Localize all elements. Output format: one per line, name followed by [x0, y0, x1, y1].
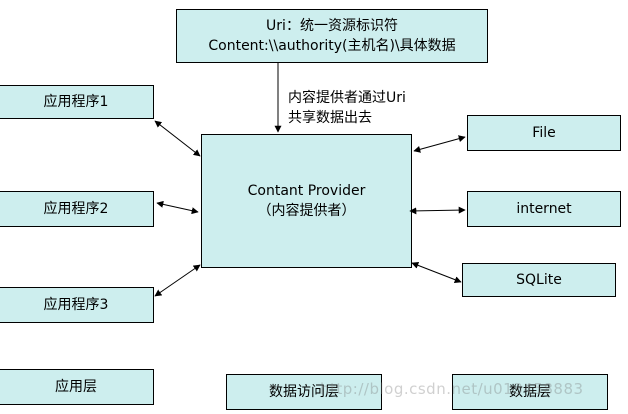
share-note-line1: 内容提供者通过Uri: [288, 90, 406, 106]
app2-box: 应用程序2: [0, 191, 154, 227]
app-layer-box: 应用层: [0, 369, 154, 405]
sqlite-box: SQLite: [462, 263, 616, 297]
arrow-internet-provider: [409, 206, 466, 215]
app-layer-label: 应用层: [55, 379, 97, 395]
share-note: 内容提供者通过Uri 共享数据出去: [288, 88, 406, 128]
app1-label: 应用程序1: [43, 94, 109, 110]
sqlite-label: SQLite: [516, 272, 562, 288]
provider-subtitle: （内容提供者）: [257, 203, 356, 219]
app3-box: 应用程序3: [0, 287, 154, 323]
provider-name: Contant Provider: [247, 183, 366, 199]
internet-box: internet: [467, 191, 621, 227]
arrow-app3-provider: [154, 264, 201, 297]
data-access-layer-label: 数据访问层: [269, 384, 339, 400]
file-box: File: [467, 115, 621, 151]
watermark: http://blog.csdn.net/u013458883: [320, 380, 584, 398]
app2-label: 应用程序2: [43, 201, 109, 217]
uri-title: Uri：统一资源标识符: [266, 18, 398, 34]
file-label: File: [532, 125, 556, 141]
arrow-sqlite-provider: [411, 262, 462, 283]
share-note-line2: 共享数据出去: [288, 110, 372, 126]
data-access-layer-box: 数据访问层: [226, 374, 382, 410]
data-layer-box: 数据层: [452, 374, 608, 410]
app1-box: 应用程序1: [0, 85, 154, 119]
arrow-app2-provider: [156, 200, 199, 215]
app3-label: 应用程序3: [43, 297, 109, 313]
uri-format: Content:\\authority(主机名)\具体数据: [208, 38, 456, 54]
internet-label: internet: [516, 201, 572, 217]
content-provider-box: Contant Provider （内容提供者）: [201, 134, 412, 268]
uri-box: Uri：统一资源标识符 Content:\\authority(主机名)\具体数…: [176, 9, 488, 63]
arrow-app1-provider: [154, 120, 201, 157]
data-layer-label: 数据层: [509, 384, 551, 400]
arrow-file-provider: [413, 135, 466, 153]
